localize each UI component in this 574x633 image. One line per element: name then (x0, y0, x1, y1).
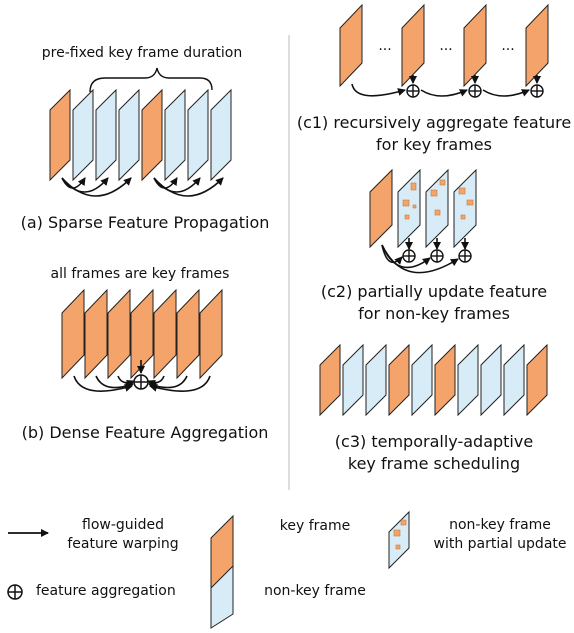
partial-update-patches (402, 179, 474, 220)
panel-b-caption: (b) Dense Feature Aggregation (21, 423, 269, 442)
key-frame (526, 343, 548, 417)
key-frame (434, 343, 456, 417)
panel-a-brace-label: pre-fixed key frame duration (41, 45, 243, 61)
aggregation-legend-icon (7, 584, 23, 600)
key-frame (463, 3, 487, 88)
legend-warping-line1: flow-guided (82, 517, 164, 533)
panel-c3-frames (319, 343, 548, 417)
key-frame (199, 288, 223, 380)
non-key-frame-legend-swatch (210, 564, 234, 629)
non-key-frame (72, 88, 94, 182)
non-key-frame (342, 343, 364, 417)
legend-warping-line2: feature warping (67, 536, 179, 552)
legend-key-frame: key frame (279, 518, 351, 534)
legend-non-key-partial-line2: with partial update (433, 536, 567, 552)
panel-b-frames (61, 288, 223, 380)
key-frame (61, 288, 85, 380)
panel-c2-caption-line1: (c2) partially update feature (320, 282, 548, 301)
key-frame (339, 3, 363, 88)
key-frame (107, 288, 131, 380)
non-key-frame (210, 88, 232, 182)
non-key-frame-partial-update (453, 168, 477, 249)
panel-a-frames (49, 88, 232, 182)
panel-c1-arrows (351, 75, 541, 97)
non-key-frame (164, 88, 186, 182)
panel-a-caption: (a) Sparse Feature Propagation (20, 213, 270, 232)
aggregation-symbol (402, 249, 472, 263)
legend-non-key-partial-line1: non-key frame (449, 517, 551, 533)
aggregation-symbol (406, 84, 544, 98)
panel-a-warping-arrows (61, 177, 224, 197)
panel-c3-caption-line1: (c3) temporally-adaptive (334, 432, 534, 451)
aggregation-symbol (133, 374, 149, 390)
non-key-partial-legend-swatch (388, 510, 410, 570)
panel-c2-caption-line2: for non-key frames (358, 304, 510, 323)
key-frame (153, 288, 177, 380)
key-frame (319, 343, 341, 417)
key-frame (401, 3, 425, 88)
non-key-frame (457, 343, 479, 417)
panel-c3-caption-line2: key frame scheduling (347, 454, 521, 473)
key-frame (141, 88, 163, 182)
duration-brace (89, 67, 213, 93)
c1-ellipsis: ... (501, 38, 515, 54)
key-frame (84, 288, 108, 380)
non-key-frame (480, 343, 502, 417)
non-key-frame (411, 343, 433, 417)
non-key-frame (365, 343, 387, 417)
panel-b-top-label: all frames are key frames (50, 266, 230, 282)
panel-c1-frames (339, 3, 549, 88)
panel-c1-caption-line1: (c1) recursively aggregate feature (296, 113, 572, 132)
c1-ellipsis: ... (378, 38, 392, 54)
legend-non-key-frame: non-key frame (264, 583, 366, 599)
panel-c1-caption-line2: for key frames (376, 135, 492, 154)
legend-aggregation: feature aggregation (36, 583, 176, 599)
non-key-frame-partial-update (425, 168, 449, 249)
non-key-frame (118, 88, 140, 182)
non-key-frame (503, 343, 525, 417)
panel-c2-frames (369, 168, 477, 249)
non-key-frame (95, 88, 117, 182)
key-frame (176, 288, 200, 380)
key-frame (130, 288, 154, 380)
key-frame (369, 168, 393, 249)
non-key-frame (187, 88, 209, 182)
non-key-frame-partial-update (397, 168, 421, 249)
panel-b-warping-arrows (73, 360, 211, 392)
key-frame (525, 3, 549, 88)
c1-ellipsis: ... (439, 38, 453, 54)
key-frame (49, 88, 71, 182)
partial-update-patches (393, 519, 407, 550)
panel-c2-arrows (381, 238, 469, 274)
key-frame (388, 343, 410, 417)
